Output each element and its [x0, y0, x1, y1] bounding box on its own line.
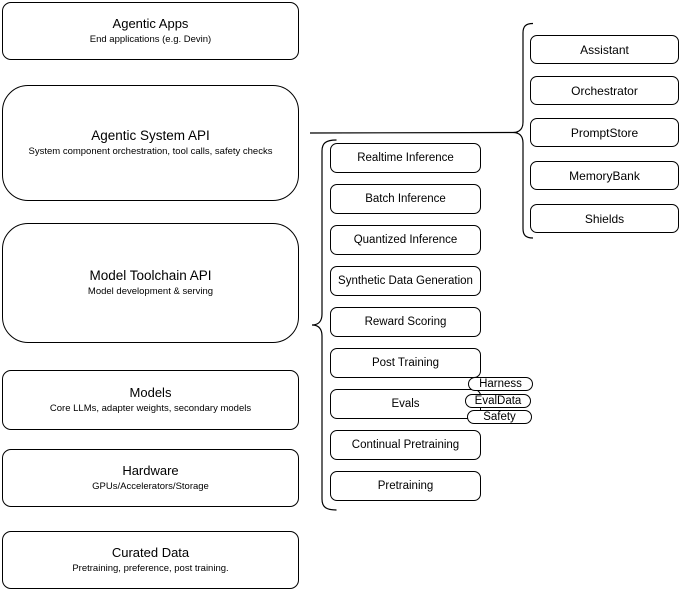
node-subtitle: Pretraining, preference, post training. — [72, 563, 229, 574]
node-reward-scoring: Reward Scoring — [330, 307, 481, 337]
node-label: Batch Inference — [365, 193, 446, 205]
node-orchestrator: Orchestrator — [530, 76, 679, 105]
node-label: PromptStore — [570, 125, 639, 140]
tag-harness: Harness — [468, 377, 533, 391]
node-label: Quantized Inference — [353, 234, 458, 246]
node-label: Continual Pretraining — [351, 439, 460, 451]
node-subtitle: End applications (e.g. Devin) — [89, 34, 212, 45]
node-subtitle: GPUs/Accelerators/Storage — [92, 481, 209, 492]
node-subtitle: Model development & serving — [87, 286, 214, 297]
tag-safety: Safety — [467, 410, 532, 424]
tag-label: Safety — [483, 411, 516, 423]
node-label: MemoryBank — [569, 168, 640, 183]
node-synthetic-data-generation: Synthetic Data Generation — [330, 266, 481, 296]
node-models: Models Core LLMs, adapter weights, secon… — [2, 370, 299, 430]
node-title: Model Toolchain API — [89, 268, 212, 283]
node-label: Orchestrator — [571, 83, 638, 98]
node-curated-data: Curated Data Pretraining, preference, po… — [2, 531, 299, 589]
tag-label: Harness — [479, 378, 522, 390]
node-title: Curated Data — [111, 545, 190, 560]
node-agentic-apps: Agentic Apps End applications (e.g. Devi… — [2, 2, 299, 60]
node-continual-pretraining: Continual Pretraining — [330, 430, 481, 460]
node-quantized-inference: Quantized Inference — [330, 225, 481, 255]
tag-label: EvalData — [474, 395, 522, 407]
node-shields: Shields — [530, 204, 679, 233]
node-agentic-system-api: Agentic System API System component orch… — [2, 85, 299, 201]
node-label: Post Training — [371, 357, 440, 369]
node-batch-inference: Batch Inference — [330, 184, 481, 214]
node-pretraining: Pretraining — [330, 471, 481, 501]
tag-evaldata: EvalData — [465, 394, 531, 408]
connector-line-system-api — [309, 131, 514, 134]
node-title: Hardware — [122, 463, 179, 478]
node-label: Shields — [584, 211, 625, 226]
node-label: Evals — [391, 398, 420, 410]
node-title: Agentic Apps — [112, 16, 189, 31]
node-model-toolchain-api: Model Toolchain API Model development & … — [2, 223, 299, 343]
node-assistant: Assistant — [530, 35, 679, 64]
node-title: Agentic System API — [91, 128, 210, 143]
node-promptstore: PromptStore — [530, 118, 679, 147]
node-evals: Evals — [330, 389, 481, 419]
node-post-training: Post Training — [330, 348, 481, 378]
node-hardware: Hardware GPUs/Accelerators/Storage — [2, 449, 299, 507]
node-subtitle: Core LLMs, adapter weights, secondary mo… — [49, 403, 252, 414]
node-label: Synthetic Data Generation — [338, 275, 473, 287]
node-label: Assistant — [580, 42, 629, 57]
node-memorybank: MemoryBank — [530, 161, 679, 190]
node-label: Pretraining — [377, 480, 434, 492]
node-label: Realtime Inference — [357, 152, 454, 164]
node-title: Models — [129, 385, 172, 400]
node-label: Reward Scoring — [364, 316, 447, 328]
node-subtitle: System component orchestration, tool cal… — [28, 146, 273, 157]
node-realtime-inference: Realtime Inference — [330, 143, 481, 173]
